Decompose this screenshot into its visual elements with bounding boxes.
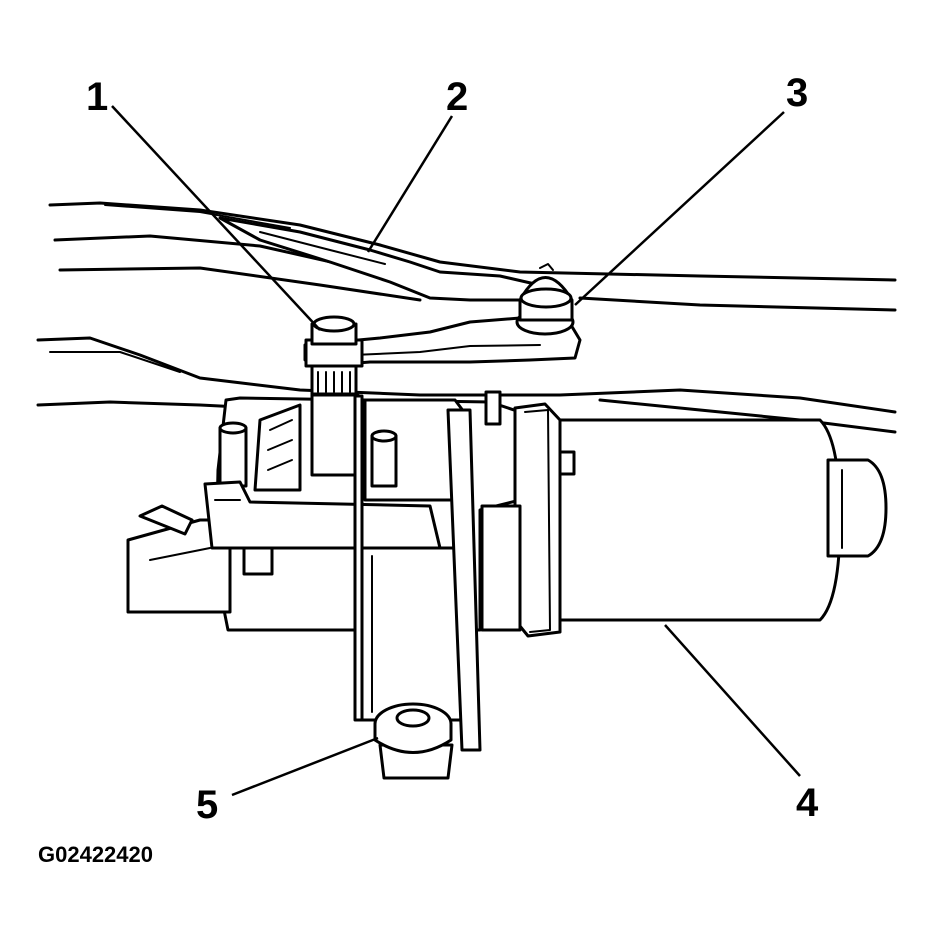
leader-line-1 (111, 105, 321, 331)
callout-1: 1 (86, 75, 108, 119)
callout-5: 5 (196, 783, 218, 827)
drive-shaft-nut-1 (304, 315, 364, 396)
leader-line-5 (231, 736, 379, 797)
leader-line-2 (366, 115, 454, 253)
callout-3: 3 (786, 71, 808, 115)
mounting-strap (353, 394, 482, 752)
leader-lines (111, 105, 801, 797)
mounting-bracket (203, 480, 442, 550)
linkage-arm-2 (218, 216, 537, 302)
motor-body-4 (480, 402, 888, 638)
leader-line-4 (664, 624, 801, 777)
leader-line-3 (574, 111, 785, 306)
figure-id: G02422420 (38, 842, 153, 867)
pivot-bolt-3 (515, 263, 575, 336)
callout-4: 4 (796, 781, 819, 825)
mounting-bolt-5 (373, 702, 454, 780)
electrical-connector (126, 504, 232, 614)
callout-2: 2 (446, 75, 468, 119)
